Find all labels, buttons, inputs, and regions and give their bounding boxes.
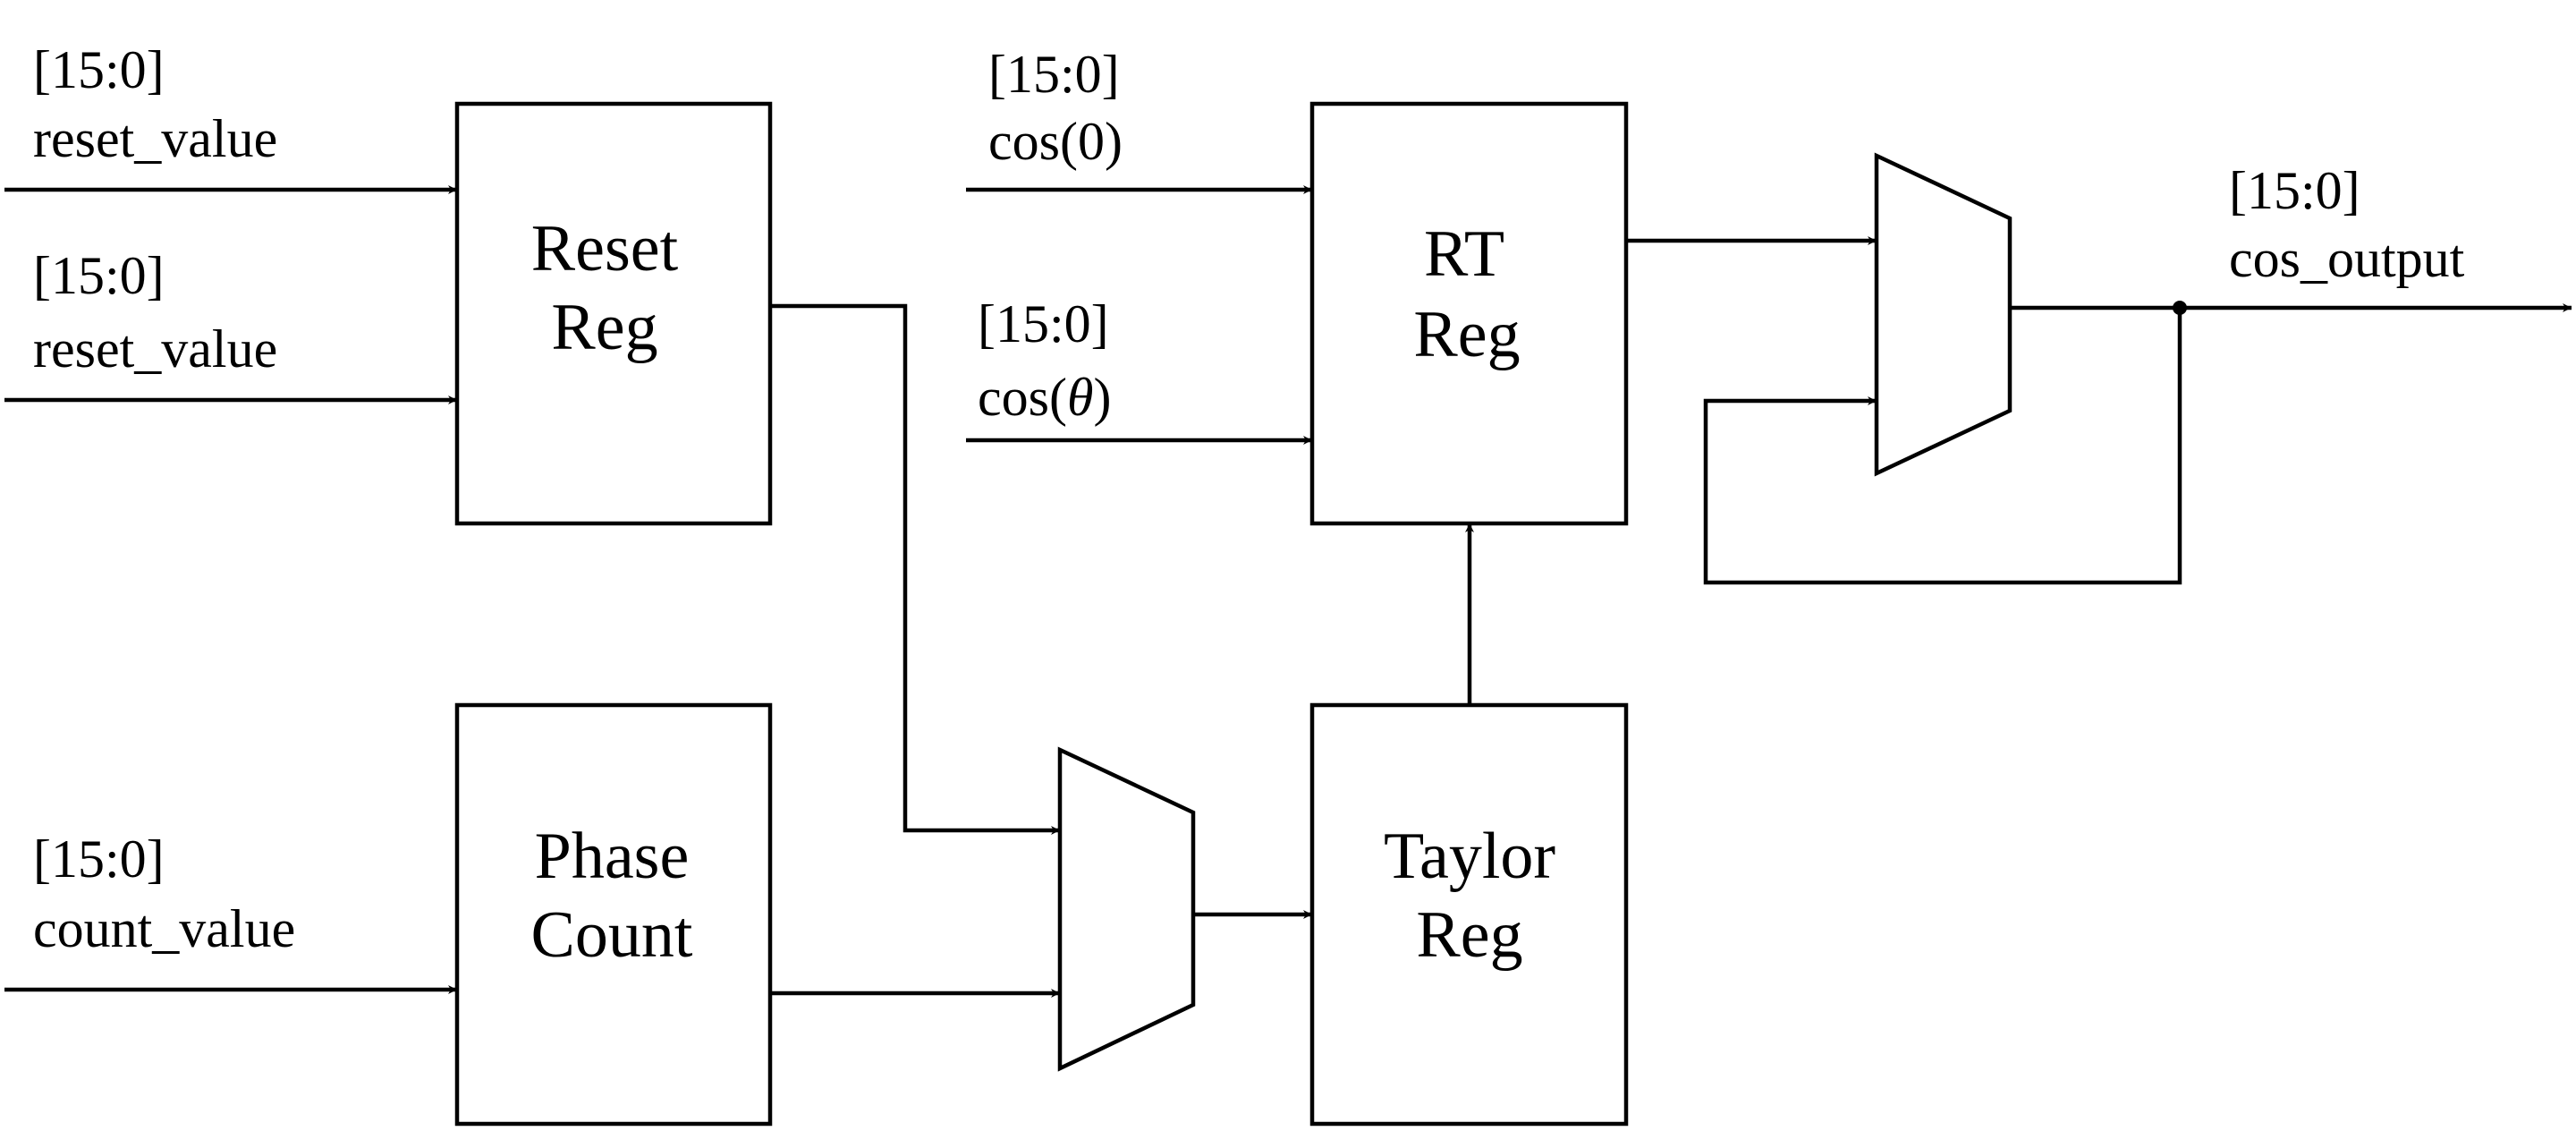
rt-reg-line2: Reg (1413, 298, 1520, 371)
cos-zero-label: cos(0) (988, 112, 1123, 171)
cos-output-label: cos_output (2229, 229, 2465, 288)
phase-count-line2: Count (531, 898, 693, 972)
cos-theta-label-prefix: cos( (978, 368, 1067, 427)
count-value-bus-width: [15:0] (33, 829, 165, 889)
bottom-multiplexer (1057, 746, 1196, 1072)
rt-reg-block (1309, 101, 1629, 526)
reset-reg-block (454, 101, 773, 526)
theta-symbol: θ (1067, 368, 1093, 427)
rt-reg-line1: RT (1424, 217, 1504, 291)
reset-reg-line2: Reg (551, 291, 657, 364)
taylor-reg-block (1309, 702, 1629, 1127)
reset-reg-to-mux-wire (770, 303, 1060, 835)
reset-value-1-label: reset_value (33, 109, 277, 168)
cos-zero-bus-width: [15:0] (988, 45, 1120, 104)
cos-output-bus-width: [15:0] (2229, 161, 2360, 220)
phase-count-block (454, 702, 773, 1127)
top-multiplexer (1874, 152, 2012, 477)
cos-theta-bus-width: [15:0] (978, 294, 1109, 353)
reset-value-2-bus-width: [15:0] (33, 246, 165, 305)
reset-value-2-label: reset_value (33, 319, 277, 378)
count-value-label: count_value (33, 899, 295, 958)
reset-reg-line1: Reset (531, 212, 679, 285)
cos-theta-label-suffix: ) (1093, 368, 1111, 427)
taylor-reg-line1: Taylor (1384, 820, 1555, 893)
phase-count-line1: Phase (535, 820, 690, 893)
cos-theta-label: cos(θ) (978, 368, 1111, 427)
reset-value-1-bus-width: [15:0] (33, 40, 165, 99)
taylor-reg-line2: Reg (1416, 898, 1522, 972)
feedback-loop-wire (1703, 308, 2182, 585)
